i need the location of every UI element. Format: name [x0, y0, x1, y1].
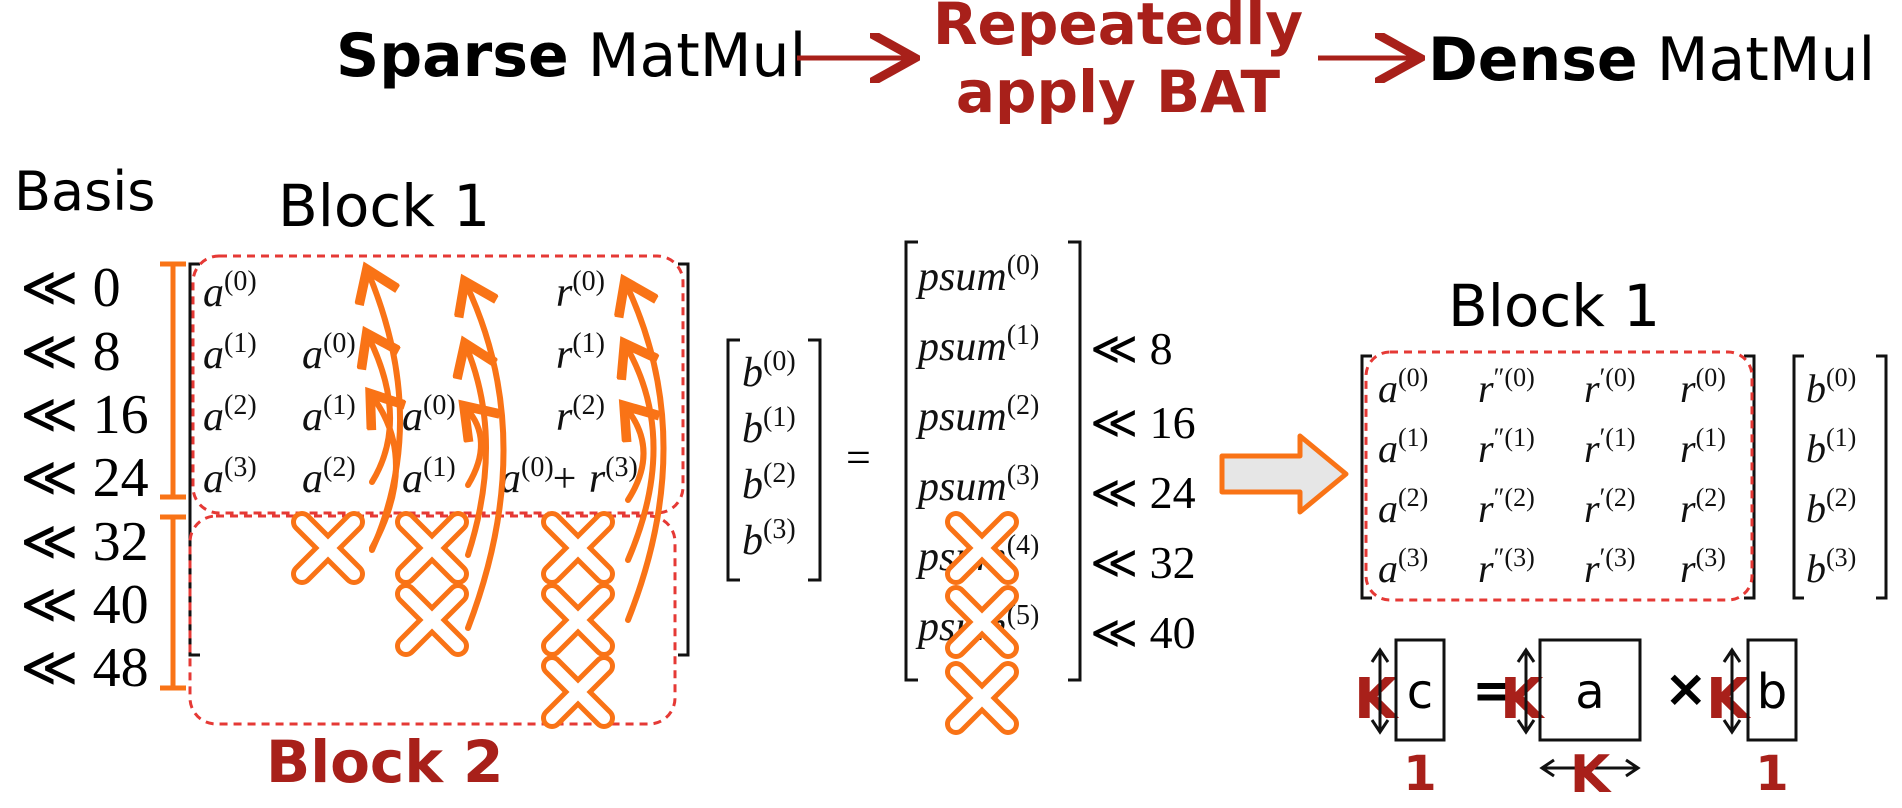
legend-b: b: [1757, 664, 1787, 720]
shift-32: ≪ 32: [20, 511, 149, 573]
entry-a3-c0: a(3): [203, 452, 257, 502]
entry-a0-c2: a(0): [402, 390, 456, 440]
legend-k-c-arrow: [1370, 647, 1390, 735]
dense-matmul-title: Dense MatMul: [1428, 25, 1875, 95]
b2: b(2): [742, 458, 796, 508]
legend-c: c: [1407, 664, 1433, 720]
apply-bat-label: apply BAT: [956, 58, 1281, 126]
psum1: psum(1): [915, 320, 1039, 370]
entry-r1: r(1): [556, 328, 605, 378]
shift-16: ≪ 16: [20, 384, 149, 446]
legend-k-b-arrow: [1722, 647, 1742, 735]
dense-b1: b(1): [1806, 423, 1856, 471]
psum2: psum(2): [915, 390, 1039, 440]
b3: b(3): [742, 514, 796, 564]
sparse-matmul-title: Sparse MatMul: [336, 21, 806, 91]
block1-dashed-box: [191, 254, 685, 515]
orange-shift-arrows: [368, 272, 667, 631]
dense-a0: a(0): [1378, 363, 1428, 411]
block2-label: Block 2: [266, 728, 503, 796]
entry-a0-c1: a(0): [302, 328, 356, 378]
entry-a0-c3: a(0): [500, 452, 554, 502]
b-vector: b(0) b(1) b(2) b(3): [726, 338, 822, 582]
dense-r1p-1: r′(1): [1584, 423, 1636, 471]
repeatedly-label: Repeatedly: [933, 0, 1303, 58]
legend-one-b: 1: [1755, 746, 1788, 802]
orange-range-brackets: [160, 261, 186, 691]
dense-b0: b(0): [1806, 363, 1856, 411]
entry-a1-c0: a(1): [203, 328, 257, 378]
dense-b2: b(2): [1806, 483, 1856, 531]
entry-r2: r(2): [556, 390, 605, 440]
psum-shift-40: ≪ 40: [1090, 607, 1196, 658]
shift-48: ≪ 48: [20, 637, 149, 699]
legend-k-c: K: [1354, 667, 1400, 732]
dense-b3: b(3): [1806, 543, 1856, 591]
discard-marks: [302, 522, 604, 718]
dense-r2p-3: r″(3): [1478, 543, 1535, 591]
block1-left-label: Block 1: [278, 172, 490, 240]
dense-r1p-0: r′(0): [1584, 363, 1636, 411]
psum-shift-16: ≪ 16: [1090, 397, 1196, 448]
legend-k-a-width: K: [1570, 745, 1612, 805]
header: Sparse MatMul Repeatedly apply BAT Dense…: [336, 0, 1875, 126]
psum-shift-32: ≪ 32: [1090, 537, 1196, 588]
psum-shift-labels: ≪ 8 ≪ 16 ≪ 24 ≪ 32 ≪ 40: [1090, 323, 1196, 658]
shift-labels: ≪ 0 ≪ 8 ≪ 16 ≪ 24 ≪ 32 ≪ 40 ≪ 48: [20, 257, 149, 699]
left-matrix-brackets: [188, 262, 690, 657]
psum-shift-8: ≪ 8: [1090, 323, 1173, 374]
legend-a-box: [1538, 638, 1642, 742]
b0: b(0): [742, 346, 796, 396]
dense-b-vector: b(0) b(1) b(2) b(3): [1792, 354, 1888, 600]
entry-a1-c1: a(1): [302, 390, 356, 440]
shift-0: ≪ 0: [20, 257, 121, 319]
psum-shift-24: ≪ 24: [1090, 467, 1196, 518]
entry-a0-c0: a(0): [203, 266, 257, 316]
dense-r-2: r(2): [1680, 483, 1726, 531]
basis-label: Basis: [14, 160, 155, 223]
psum0: psum(0): [915, 250, 1039, 300]
dense-a1: a(1): [1378, 423, 1428, 471]
entry-a2-c1: a(2): [302, 452, 356, 502]
dense-r2p-2: r″(2): [1478, 483, 1535, 531]
dense-r-3: r(3): [1680, 543, 1726, 591]
dense-matrix: a(0) a(1) a(2) a(3) r″(0) r″(1) r″(2) r″…: [1360, 350, 1756, 602]
dense-r2p-1: r″(1): [1478, 423, 1535, 471]
block1-right-label: Block 1: [1448, 272, 1660, 340]
legend-times: ×: [1664, 659, 1708, 719]
dense-r1p-3: r′(3): [1584, 543, 1636, 591]
legend-one-c: 1: [1403, 746, 1436, 802]
dense-r-1: r(1): [1680, 423, 1726, 471]
legend-a: a: [1575, 664, 1604, 720]
psum3: psum(3): [915, 460, 1039, 510]
shift-24: ≪ 24: [20, 447, 149, 509]
equals-sign: =: [846, 433, 871, 482]
entry-r0: r(0): [556, 266, 605, 316]
legend-b-box: [1746, 638, 1798, 742]
entry-plus-r3: + r(3): [550, 452, 638, 502]
legend-k-a-arrow: [1516, 647, 1536, 735]
dense-r1p-2: r′(2): [1584, 483, 1636, 531]
legend-k-b: K: [1706, 667, 1752, 732]
entry-a2-c0: a(2): [203, 390, 257, 440]
dense-block-dashed-box: [1364, 350, 1754, 602]
legend-k-a: K: [1500, 667, 1546, 732]
left-matrix-entries: a(0) a(1) a(2) a(3) a(0) a(1) a(2) a(0) …: [203, 266, 638, 502]
dense-r2p-0: r″(0): [1478, 363, 1535, 411]
shape-legend: K c 1 = K a K × K b 1: [1354, 638, 1798, 805]
entry-a1-c2: a(1): [402, 452, 456, 502]
shift-8: ≪ 8: [20, 321, 121, 383]
shift-40: ≪ 40: [20, 574, 149, 636]
psum-vector: psum(0) psum(1) psum(2) psum(3) psum(4) …: [904, 240, 1082, 724]
dense-r-0: r(0): [1680, 363, 1726, 411]
block2-dashed-box: [188, 514, 677, 726]
b1: b(1): [742, 402, 796, 452]
dense-a3: a(3): [1378, 543, 1428, 591]
legend-equals: =: [1472, 661, 1516, 721]
transform-arrow: [1219, 433, 1349, 515]
legend-k-a-width-arrow: [1539, 758, 1641, 778]
dense-a2: a(2): [1378, 483, 1428, 531]
legend-c-box: [1394, 638, 1446, 742]
